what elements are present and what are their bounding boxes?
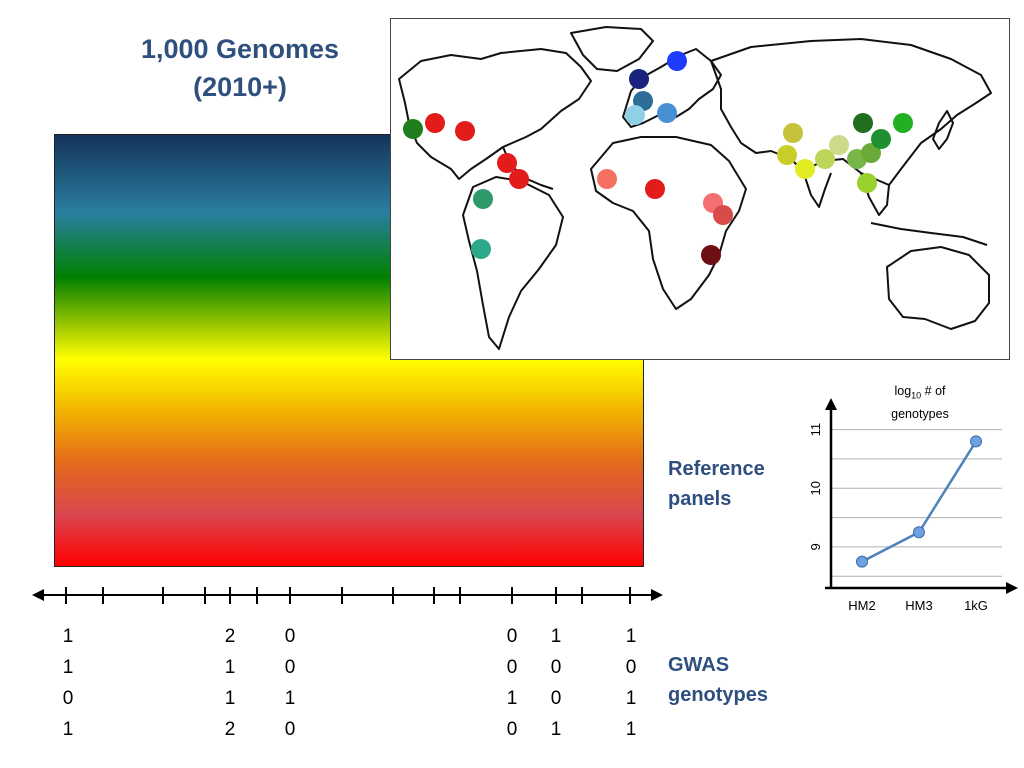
- australia-outline: [886, 246, 990, 330]
- north-america-outline: [398, 48, 592, 180]
- africa-outline: [590, 136, 747, 310]
- chart-title-main: log: [894, 384, 912, 398]
- pop-dot: [509, 169, 529, 189]
- x-tick-label: HM2: [848, 598, 875, 613]
- genotype-column: 0 0 1 0: [275, 621, 305, 745]
- genotype-value: 0: [284, 719, 296, 740]
- genotype-value: 1: [224, 688, 236, 709]
- genotype-value: 0: [284, 626, 296, 647]
- data-point: [970, 435, 982, 448]
- y-tick-label: 11: [808, 423, 823, 437]
- pop-dot: [853, 113, 873, 133]
- gwas-label-line-2: genotypes: [668, 684, 769, 706]
- genotype-value: 0: [506, 657, 518, 678]
- genotype-value: 0: [284, 657, 296, 678]
- genotype-value: 1: [62, 657, 74, 678]
- genotype-column: 0 0 1 0: [497, 621, 527, 745]
- pop-dot: [645, 179, 665, 199]
- genotype-column: 1 0 0 1: [541, 621, 571, 745]
- data-point: [913, 526, 925, 539]
- pop-dot: [625, 105, 645, 125]
- reference-panels-label: Reference panels: [668, 454, 765, 514]
- chart-title-rest: # of: [921, 384, 946, 398]
- pop-dot: [657, 103, 677, 123]
- pop-dot: [777, 145, 797, 165]
- genotype-value: 1: [506, 688, 518, 709]
- genotype-column: 2 1 1 2: [215, 621, 245, 745]
- pop-dot: [455, 121, 475, 141]
- pop-dot: [857, 173, 877, 193]
- genotype-value: 1: [625, 626, 637, 647]
- y-tick-label: 10: [808, 481, 823, 495]
- pop-dot: [597, 169, 617, 189]
- genotype-column: 1 0 1 1: [616, 621, 646, 745]
- pop-dot: [829, 135, 849, 155]
- y-axis-arrow: [825, 398, 837, 410]
- genotype-value: 1: [625, 688, 637, 709]
- pop-dot: [667, 51, 687, 71]
- x-tick-label: HM3: [905, 598, 932, 613]
- pop-dot: [629, 69, 649, 89]
- x-axis-arrow: [1006, 582, 1018, 594]
- title-line-2: (2010+): [193, 72, 287, 102]
- reference-label-line-2: panels: [668, 488, 732, 510]
- slide-title: 1,000 Genomes (2010+): [110, 30, 370, 106]
- pop-dot: [795, 159, 815, 179]
- genotype-value: 0: [550, 657, 562, 678]
- world-map-drawing: [398, 26, 992, 350]
- europe-outline: [622, 48, 722, 128]
- genotype-value: 0: [550, 688, 562, 709]
- chart-title-sub: 10: [911, 390, 922, 401]
- genotype-column: 1 1 0 1: [53, 621, 83, 745]
- pop-dot: [425, 113, 445, 133]
- genotype-value: 1: [550, 719, 562, 740]
- gwas-label-line-1: GWAS: [668, 654, 730, 676]
- genotype-value: 1: [284, 688, 296, 709]
- chart-title-line-1: log10 # of: [860, 382, 980, 405]
- genotype-value: 0: [506, 719, 518, 740]
- pop-dot: [701, 245, 721, 265]
- pop-dot: [815, 149, 835, 169]
- genotype-value: 1: [224, 657, 236, 678]
- indonesia-outline: [870, 222, 988, 246]
- genotype-value: 1: [62, 719, 74, 740]
- y-tick-label: 9: [808, 543, 823, 550]
- japan-outline: [932, 110, 954, 150]
- greenland-outline: [570, 26, 654, 72]
- genotype-value: 0: [625, 657, 637, 678]
- pop-dot: [403, 119, 423, 139]
- chart-title-line-2: genotypes: [891, 406, 949, 421]
- data-point: [856, 555, 868, 568]
- genotype-value: 2: [224, 626, 236, 647]
- genotype-value: 0: [506, 626, 518, 647]
- pop-dot: [871, 129, 891, 149]
- gwas-genotypes-label: GWAS genotypes: [668, 650, 768, 710]
- south-america-outline: [462, 176, 564, 350]
- x-tick-label: 1kG: [964, 598, 988, 613]
- axis-arrow-left: [32, 589, 44, 601]
- genotype-value: 1: [550, 626, 562, 647]
- asia-outline: [710, 38, 992, 186]
- axis-arrow-right: [651, 589, 663, 601]
- genotype-value: 0: [62, 688, 74, 709]
- genotype-value: 2: [224, 719, 236, 740]
- pop-dot: [861, 143, 881, 163]
- pop-dot: [497, 153, 517, 173]
- pop-dot: [471, 239, 491, 259]
- reference-label-line-1: Reference: [668, 458, 765, 480]
- title-line-1: 1,000 Genomes: [140, 34, 340, 64]
- world-map: [390, 18, 1010, 360]
- pop-dot: [783, 123, 803, 143]
- pop-dot: [893, 113, 913, 133]
- genotype-value: 1: [625, 719, 637, 740]
- pop-dot: [713, 205, 733, 225]
- chart-title: log10 # of genotypes: [860, 382, 980, 423]
- genotype-value: 1: [62, 626, 74, 647]
- pop-dot: [473, 189, 493, 209]
